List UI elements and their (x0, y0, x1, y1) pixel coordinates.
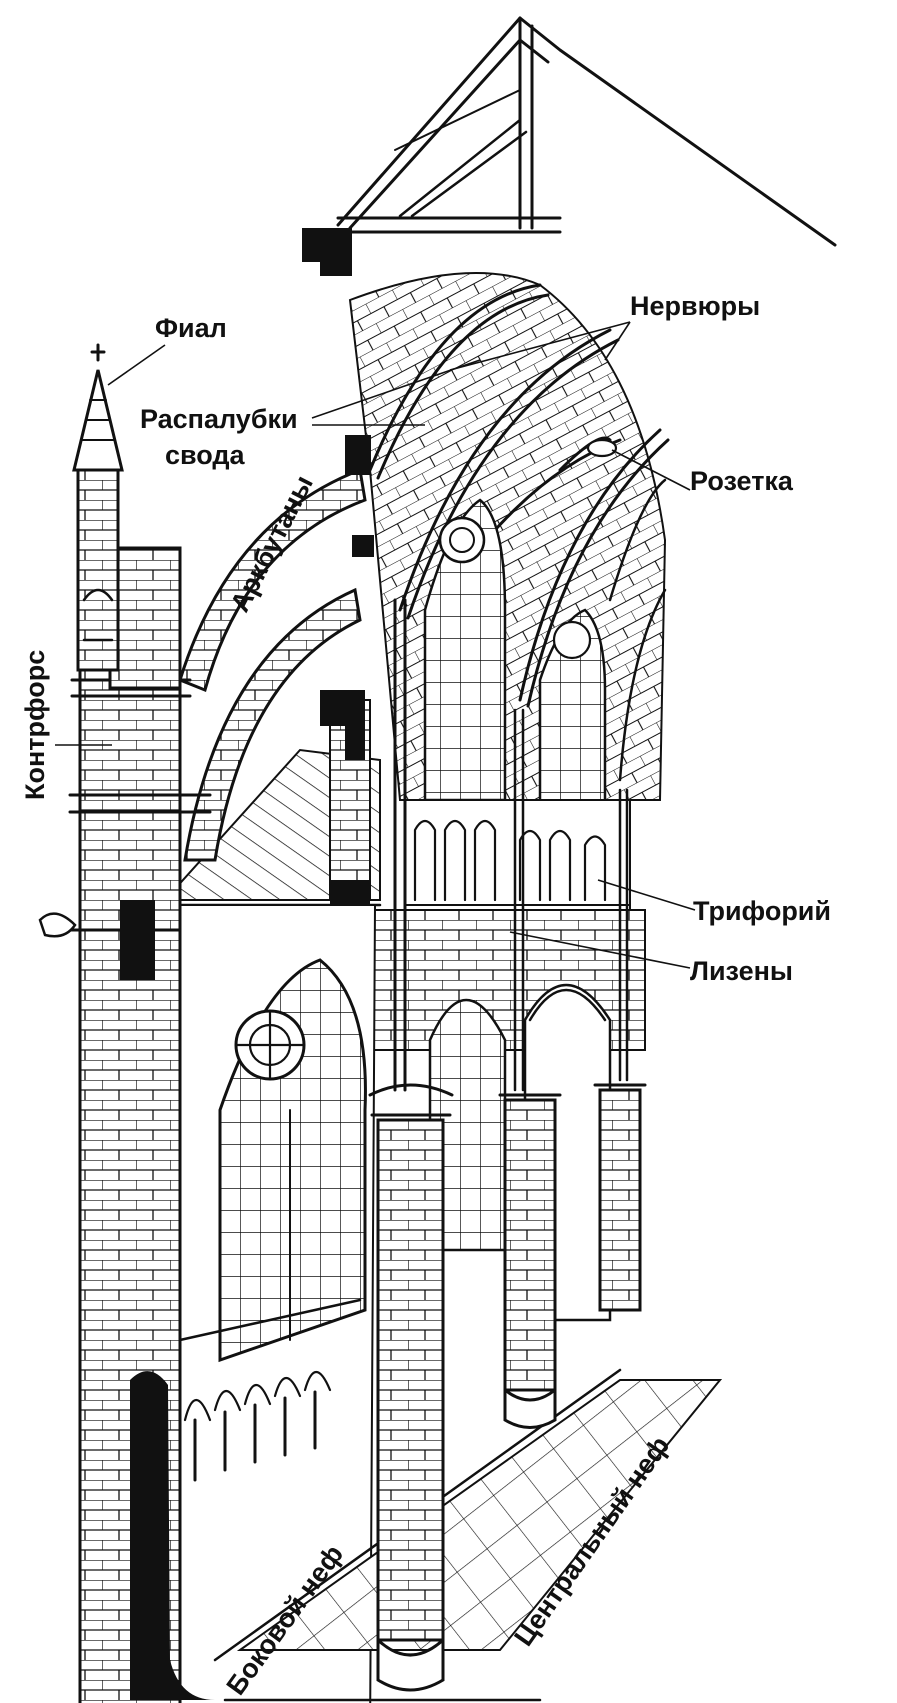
pilasters-leader (509, 931, 691, 969)
finial-leader (107, 344, 166, 386)
flying-buttresses-label: Аркбутаны (225, 471, 319, 617)
nave-arcade (369, 909, 646, 1322)
boss-label: Розетка (690, 466, 794, 496)
piers (368, 598, 647, 1692)
clerestory-windows (423, 498, 607, 822)
side-aisle-wall (154, 904, 377, 1703)
pinnacle (72, 343, 124, 672)
ribs-leader-2 (604, 321, 631, 361)
flying-buttresses (178, 435, 374, 862)
buttress-label: Контрфорс (20, 650, 50, 800)
triforium-label: Трифорий (693, 896, 831, 926)
roof-truss (302, 16, 837, 276)
finial-label: Фиал (155, 313, 227, 343)
leader-lines (55, 321, 696, 969)
boss-leader (611, 449, 691, 491)
vault-web-label: Распалубки свода (140, 404, 305, 470)
ribs-leader-1 (449, 321, 631, 371)
vault-web-label-line-2: свода (165, 440, 246, 470)
ribs-label: Нервюры (630, 291, 760, 321)
vault-web-label-line-1: Распалубки (140, 404, 298, 434)
triforium-leader (597, 879, 696, 911)
side-aisle-roof (162, 699, 382, 960)
pilasters-label: Лизены (690, 956, 793, 986)
nave-vault (348, 272, 670, 801)
triforium (404, 799, 631, 916)
